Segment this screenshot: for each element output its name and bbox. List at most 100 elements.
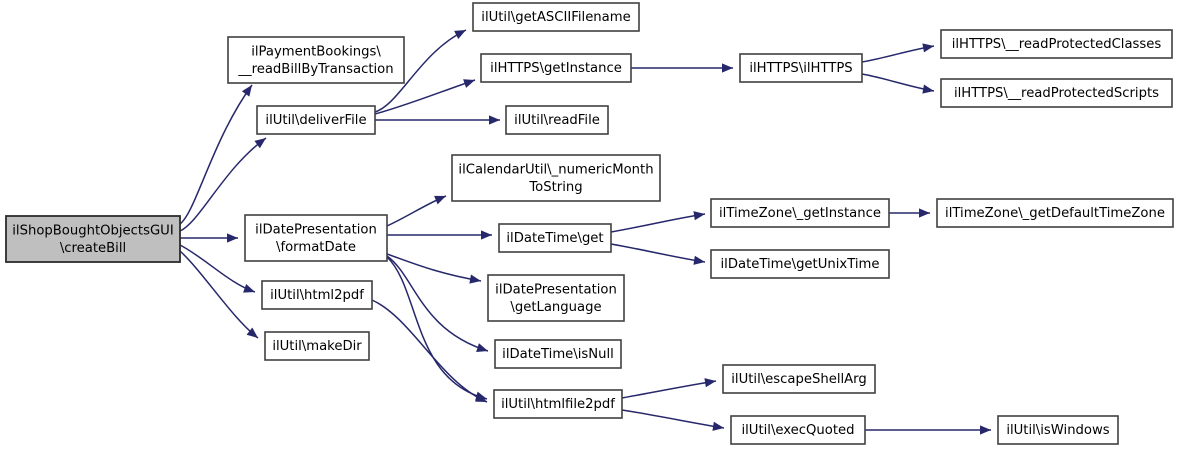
arrowhead-icon bbox=[980, 425, 991, 435]
node-box[interactable] bbox=[940, 78, 1173, 108]
graph-node-formatDate[interactable]: ilDatePresentation \formatDate bbox=[244, 214, 388, 262]
graph-node-execQuoted[interactable]: ilUtil\execQuoted bbox=[730, 415, 866, 445]
node-box[interactable] bbox=[227, 36, 405, 84]
arrowhead-icon bbox=[476, 343, 488, 352]
graph-node-isWindows[interactable]: ilUtil\isWindows bbox=[997, 415, 1119, 445]
edge-dateTimeGet-to-getUnixTime bbox=[610, 243, 706, 263]
node-label-line: \formatDate bbox=[276, 240, 356, 255]
node-box[interactable] bbox=[480, 53, 632, 83]
edge-dateTimeGet-to-timeZoneGetInstance bbox=[610, 213, 706, 233]
graph-node-readProtectedScripts[interactable]: ilHTTPS\__readProtectedScripts bbox=[940, 78, 1173, 108]
node-box[interactable] bbox=[487, 274, 625, 322]
graph-node-makeDir[interactable]: ilUtil\makeDir bbox=[264, 331, 370, 361]
node-label-line: ilDateTime\get bbox=[506, 231, 603, 246]
arrowhead-icon bbox=[475, 393, 487, 402]
edge-htmlfile2pdf-to-execQuoted bbox=[621, 409, 725, 429]
node-label-line: ilDateTime\isNull bbox=[502, 347, 614, 362]
graph-node-getASCIIFilename[interactable]: ilUtil\getASCIIFilename bbox=[472, 2, 640, 32]
arrowhead-icon bbox=[463, 79, 475, 88]
node-label-line: ilHTTPS\ilHTTPS bbox=[749, 61, 852, 76]
graph-node-isNull[interactable]: ilDateTime\isNull bbox=[494, 339, 622, 369]
node-label-line: \createBill bbox=[60, 241, 126, 256]
node-box[interactable] bbox=[451, 154, 661, 202]
arrowhead-icon bbox=[922, 43, 934, 53]
arrowhead-icon bbox=[246, 327, 258, 338]
graph-node-getDefaultTimeZone[interactable]: ilTimeZone\_getDefaultTimeZone bbox=[936, 198, 1174, 228]
node-box[interactable] bbox=[710, 198, 890, 228]
graph-node-readBillByTransaction[interactable]: ilPaymentBookings\ __readBillByTransactio… bbox=[227, 36, 405, 84]
node-box[interactable] bbox=[997, 415, 1119, 445]
node-box[interactable] bbox=[264, 331, 370, 361]
arrowhead-icon bbox=[693, 211, 705, 221]
node-label-line: ilDatePresentation bbox=[495, 282, 617, 297]
edge-createBill-to-makeDir bbox=[179, 250, 259, 339]
node-label-line: ilUtil\isWindows bbox=[1006, 423, 1109, 438]
graph-node-timeZoneGetInstance[interactable]: ilTimeZone\_getInstance bbox=[710, 198, 890, 228]
node-box[interactable] bbox=[261, 280, 373, 310]
graph-node-escapeShellArg[interactable]: ilUtil\escapeShellArg bbox=[722, 364, 876, 394]
node-box[interactable] bbox=[505, 105, 609, 135]
graph-node-dateTimeGet[interactable]: ilDateTime\get bbox=[498, 223, 612, 253]
arrowhead-icon bbox=[227, 233, 238, 243]
node-label-line: ilHTTPS\getInstance bbox=[490, 61, 622, 76]
edge-html2pdf-to-htmlfile2pdf bbox=[371, 299, 488, 403]
node-box[interactable] bbox=[472, 2, 640, 32]
node-label-line: ilUtil\html2pdf bbox=[270, 288, 364, 303]
graph-node-html2pdf[interactable]: ilUtil\html2pdf bbox=[261, 280, 373, 310]
node-box[interactable] bbox=[494, 339, 622, 369]
arrowhead-icon bbox=[922, 84, 934, 94]
graph-node-readProtectedClasses[interactable]: ilHTTPS\__readProtectedClasses bbox=[940, 29, 1173, 59]
arrowhead-icon bbox=[454, 30, 466, 40]
node-box[interactable] bbox=[244, 214, 388, 262]
edge-ilHTTPS-to-readProtectedScripts bbox=[861, 73, 935, 92]
node-box[interactable] bbox=[739, 53, 863, 83]
edge-createBill-to-html2pdf bbox=[179, 244, 256, 293]
node-label-line: \getLanguage bbox=[510, 300, 601, 315]
node-label-line: ilUtil\makeDir bbox=[272, 339, 362, 354]
node-box[interactable] bbox=[5, 215, 181, 263]
node-label-line: __readBillByTransaction bbox=[237, 62, 393, 77]
edge-formatDate-to-htmlfile2pdf bbox=[386, 256, 488, 400]
node-label-line: ilTimeZone\_getDefaultTimeZone bbox=[945, 206, 1165, 221]
node-label-line: ilDateTime\getUnixTime bbox=[721, 257, 880, 272]
node-label-line: ilShopBoughtObjectsGUI bbox=[12, 223, 173, 238]
node-box[interactable] bbox=[493, 389, 623, 419]
edge-formatDate-to-getLanguage bbox=[386, 253, 482, 282]
graph-node-getUnixTime[interactable]: ilDateTime\getUnixTime bbox=[710, 249, 890, 279]
graph-node-getLanguage[interactable]: ilDatePresentation \getLanguage bbox=[487, 274, 625, 322]
node-label-line: ilHTTPS\__readProtectedClasses bbox=[952, 37, 1162, 52]
edge-ilHTTPS-to-readProtectedClasses bbox=[861, 45, 935, 63]
node-box[interactable] bbox=[710, 249, 890, 279]
graph-node-htmlfile2pdf[interactable]: ilUtil\htmlfile2pdf bbox=[493, 389, 623, 419]
node-box[interactable] bbox=[940, 29, 1173, 59]
node-label-line: ilPaymentBookings\ bbox=[251, 44, 381, 59]
node-box[interactable] bbox=[722, 364, 876, 394]
node-label-line: ToString bbox=[528, 180, 582, 195]
node-label-line: ilUtil\readFile bbox=[514, 113, 600, 128]
arrowhead-icon bbox=[241, 85, 252, 97]
arrowhead-icon bbox=[919, 208, 930, 218]
arrowhead-icon bbox=[481, 230, 492, 240]
graph-node-readFile[interactable]: ilUtil\readFile bbox=[505, 105, 609, 135]
node-box[interactable] bbox=[730, 415, 866, 445]
graph-node-getInstance[interactable]: ilHTTPS\getInstance bbox=[480, 53, 632, 83]
node-box[interactable] bbox=[936, 198, 1174, 228]
edge-formatDate-to-isNull bbox=[386, 255, 489, 352]
node-label-line: ilUtil\deliverFile bbox=[265, 113, 366, 128]
node-label-line: ilCalendarUtil\_numericMonth bbox=[458, 162, 653, 177]
arrowhead-icon bbox=[704, 378, 716, 388]
node-label-line: ilTimeZone\_getInstance bbox=[719, 206, 881, 221]
node-label-line: ilDatePresentation bbox=[255, 222, 377, 237]
graph-node-createBill[interactable]: ilShopBoughtObjectsGUI \createBill bbox=[5, 215, 181, 263]
graph-node-ilHTTPS[interactable]: ilHTTPS\ilHTTPS bbox=[739, 53, 863, 83]
node-box[interactable] bbox=[256, 105, 376, 135]
arrowhead-icon bbox=[722, 63, 733, 73]
arrowhead-icon bbox=[434, 195, 446, 205]
graph-node-deliverFile[interactable]: ilUtil\deliverFile bbox=[256, 105, 376, 135]
node-box[interactable] bbox=[498, 223, 612, 253]
node-label-line: ilUtil\getASCIIFilename bbox=[481, 10, 630, 25]
edge-deliverFile-to-getASCIIFilename bbox=[374, 29, 467, 113]
